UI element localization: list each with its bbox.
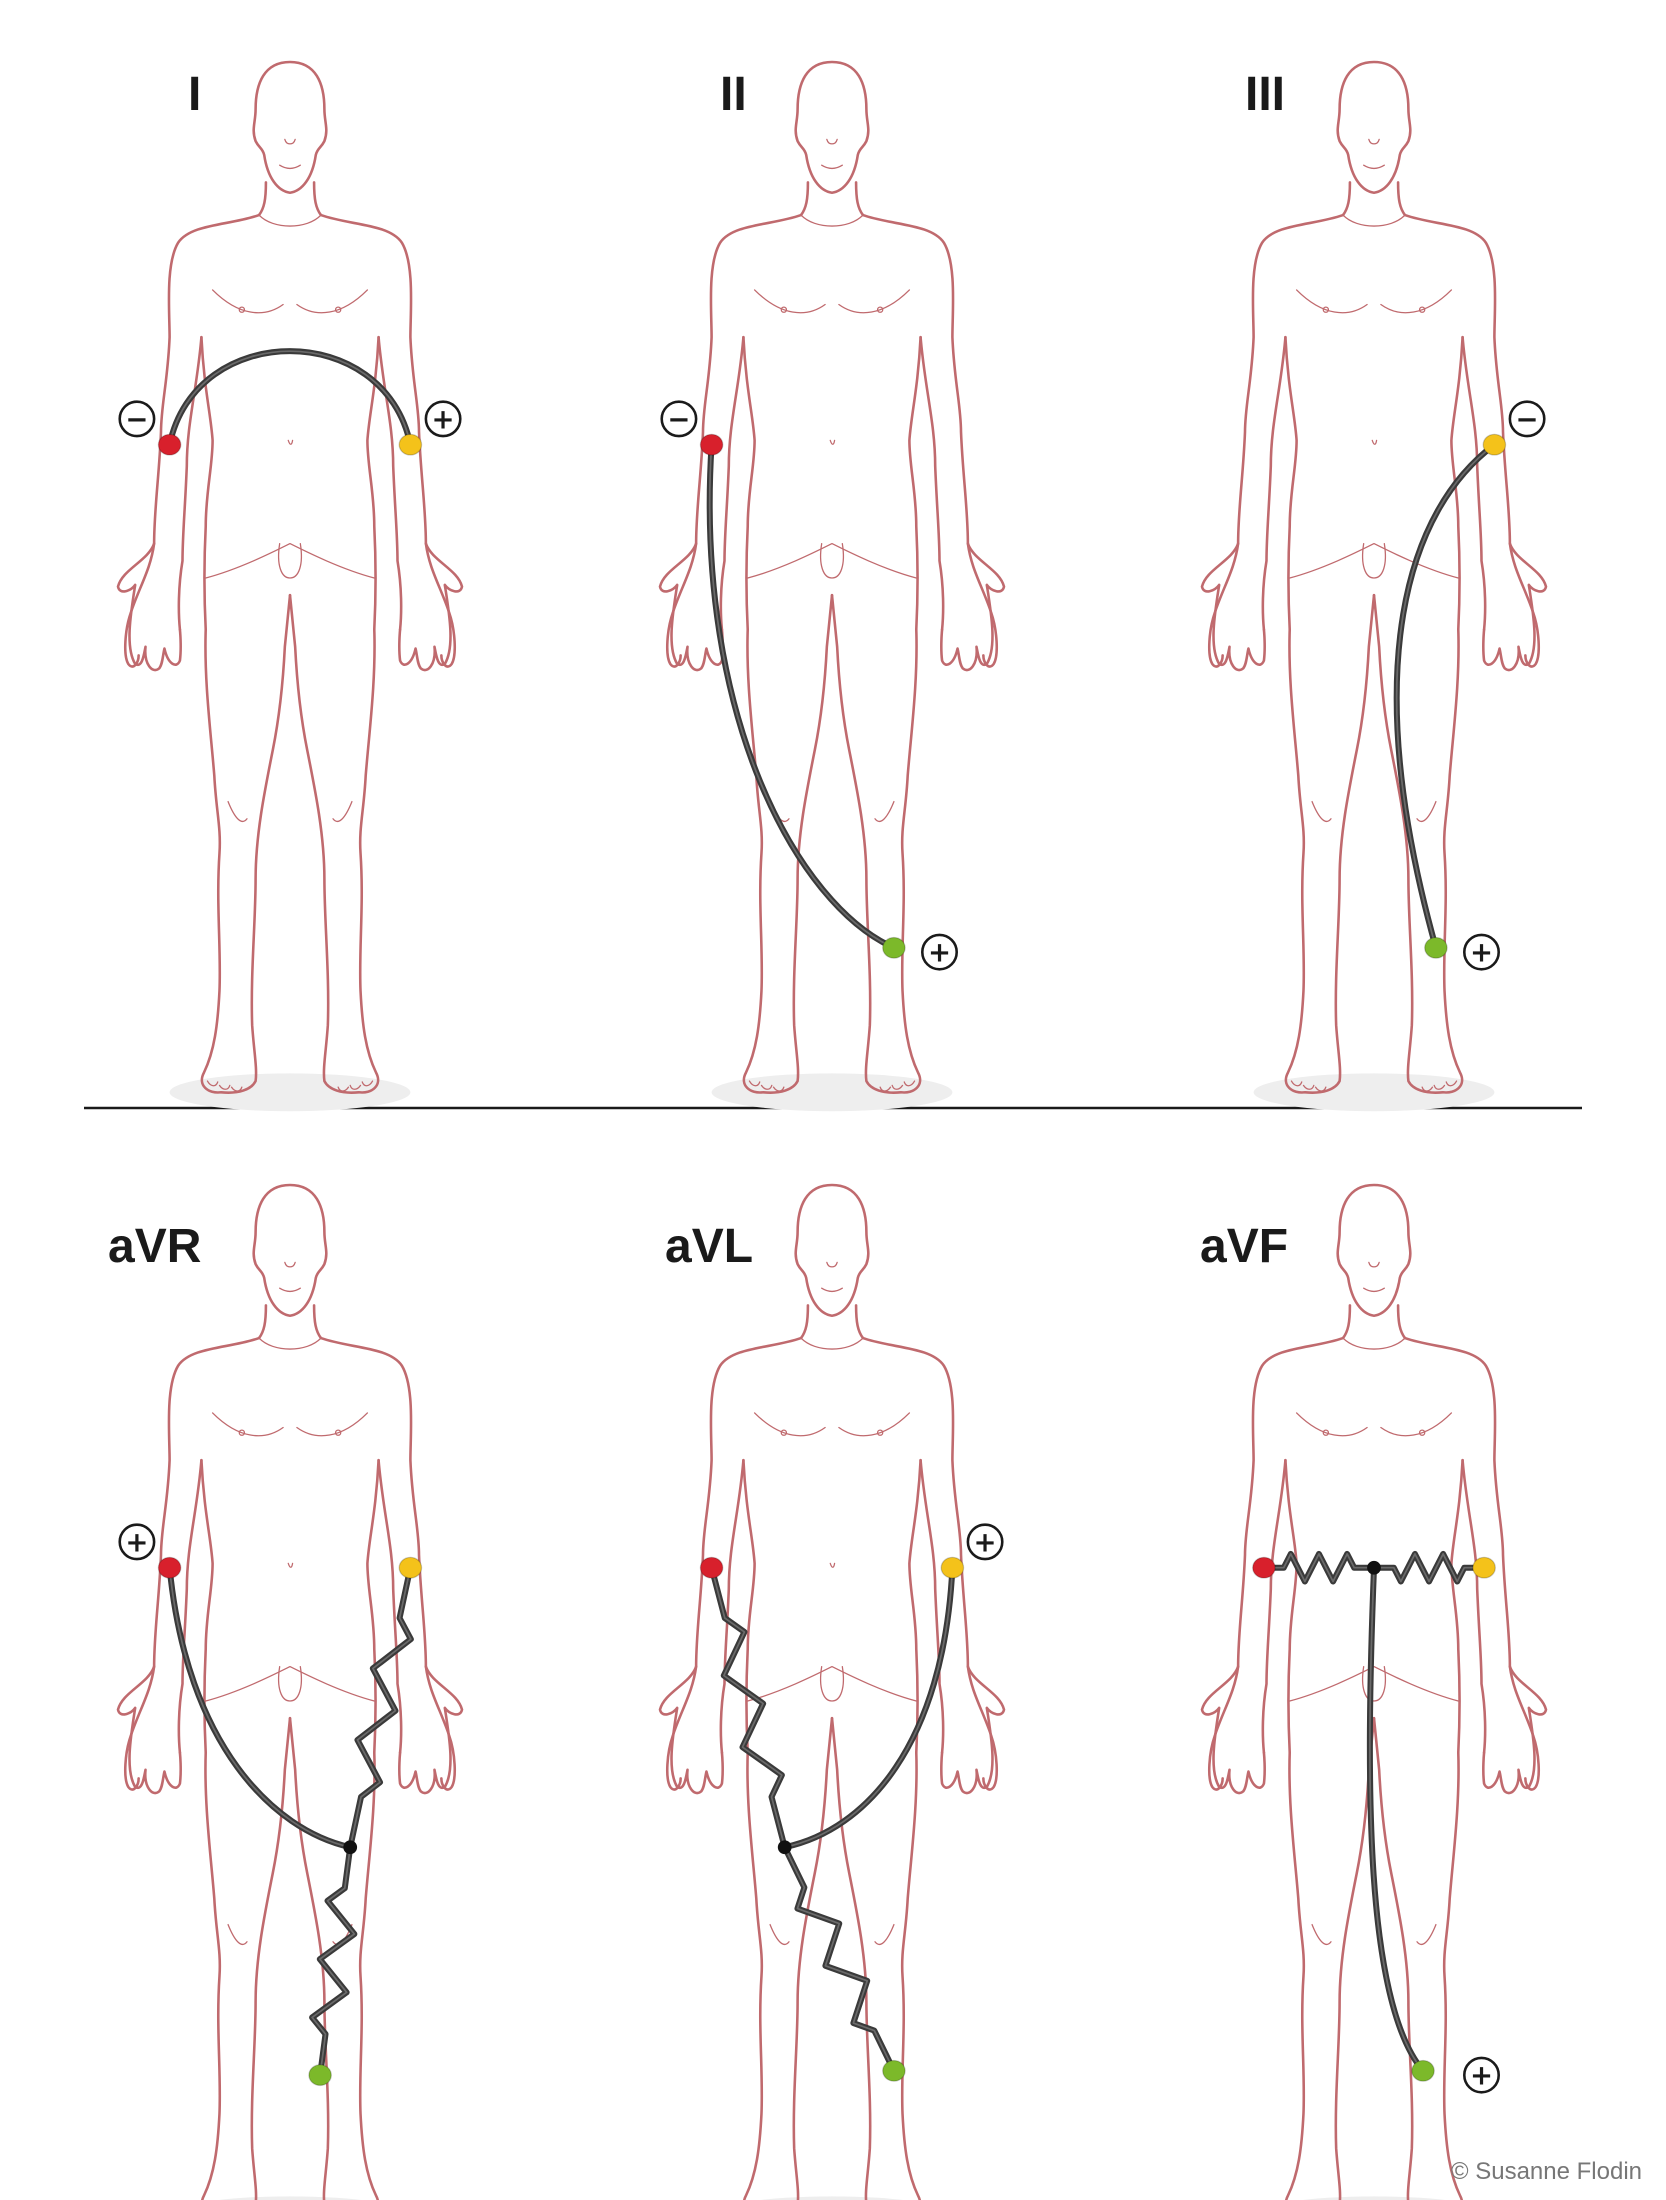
svg-text:+: + xyxy=(1470,937,1493,969)
electrode-right-arm xyxy=(699,433,724,456)
junction-node xyxy=(777,1840,792,1855)
negative-pole xyxy=(118,400,156,438)
body-outline xyxy=(658,1183,1006,2200)
positive-pole xyxy=(424,400,462,438)
positive-pole xyxy=(118,1523,156,1561)
svg-text:−: − xyxy=(125,403,148,435)
lead-title-II: II xyxy=(720,68,747,121)
lead-panel-aVF: aVF + xyxy=(1200,1183,1548,2200)
negative-pole xyxy=(1508,400,1546,438)
positive-pole xyxy=(1463,2056,1500,2094)
floor-shadow xyxy=(1253,1073,1495,1112)
junction-node xyxy=(1367,1560,1381,1575)
floor-shadow xyxy=(711,1073,953,1112)
cable-ra-la xyxy=(166,348,414,448)
electrode-left-arm xyxy=(398,1556,423,1579)
floor-shadow xyxy=(219,2196,361,2200)
svg-text:−: − xyxy=(667,403,690,435)
resistor-ll xyxy=(309,1844,358,2079)
lead-wiring: −+ xyxy=(660,400,958,971)
lead-title-I: I xyxy=(188,68,201,121)
lead-wiring: + xyxy=(118,1523,423,2087)
lead-wiring: + xyxy=(1252,1550,1500,2094)
lead-panel-aVL: aVL + xyxy=(658,1183,1006,2200)
electrode-right-arm xyxy=(699,1556,724,1579)
lead-panel-II: II−+ xyxy=(658,60,1006,1112)
lead-panel-III: III−+ xyxy=(1200,60,1548,1112)
positive-pole xyxy=(1463,933,1500,971)
body-outline xyxy=(1200,60,1548,1094)
lead-title-aVR: aVR xyxy=(108,1220,201,1273)
electrode-left-leg xyxy=(882,936,906,959)
junction-node xyxy=(343,1840,358,1855)
electrode-left-leg xyxy=(308,2064,332,2087)
electrode-left-arm xyxy=(1482,433,1507,456)
body-outline xyxy=(1200,1183,1548,2200)
electrode-left-arm xyxy=(1472,1556,1496,1579)
svg-text:+: + xyxy=(1470,2060,1493,2092)
svg-text:+: + xyxy=(928,937,951,969)
electrode-right-arm xyxy=(1252,1556,1276,1579)
lead-title-III: III xyxy=(1245,68,1285,121)
lead-wiring: + xyxy=(699,1523,1004,2082)
lead-wiring: −+ xyxy=(118,348,462,456)
floor-shadow xyxy=(1303,2196,1445,2200)
svg-text:+: + xyxy=(432,403,455,435)
positive-pole xyxy=(966,1523,1004,1561)
electrode-right-arm xyxy=(157,433,182,456)
negative-pole xyxy=(660,400,698,438)
lead-wiring: −+ xyxy=(1393,400,1546,971)
svg-text:+: + xyxy=(974,1526,997,1558)
body-figure: + xyxy=(116,1183,464,2200)
electrode-left-leg xyxy=(1424,936,1448,959)
floor-shadow xyxy=(169,1073,411,1112)
copyright-credit: © Susanne Flodin xyxy=(1450,2158,1642,2185)
svg-text:+: + xyxy=(125,1526,148,1558)
lead-title-aVL: aVL xyxy=(665,1220,753,1273)
lead-title-aVF: aVF xyxy=(1200,1220,1288,1273)
cable-la-junction xyxy=(781,1564,956,1851)
body-figure: −+ xyxy=(658,60,1006,1112)
body-outline xyxy=(116,60,464,1094)
floor-shadow xyxy=(761,2196,903,2200)
electrode-right-arm xyxy=(157,1556,182,1579)
svg-text:−: − xyxy=(1516,403,1539,435)
electrode-left-leg xyxy=(1411,2059,1435,2082)
lead-panel-aVR: aVR + xyxy=(108,1183,464,2200)
body-figure: + xyxy=(1200,1183,1548,2200)
electrode-left-arm xyxy=(940,1556,965,1579)
body-figure: + xyxy=(658,1183,1006,2200)
body-outline xyxy=(116,1183,464,2200)
lead-panel-I: I−+ xyxy=(116,60,464,1112)
body-figure: −+ xyxy=(1200,60,1548,1112)
positive-pole xyxy=(921,933,958,971)
body-figure: −+ xyxy=(116,60,464,1112)
electrode-left-leg xyxy=(882,2059,906,2082)
cable-ra-junction xyxy=(166,1564,354,1851)
cable-junction-ll xyxy=(1366,1564,1427,2074)
electrode-left-arm xyxy=(398,433,423,456)
